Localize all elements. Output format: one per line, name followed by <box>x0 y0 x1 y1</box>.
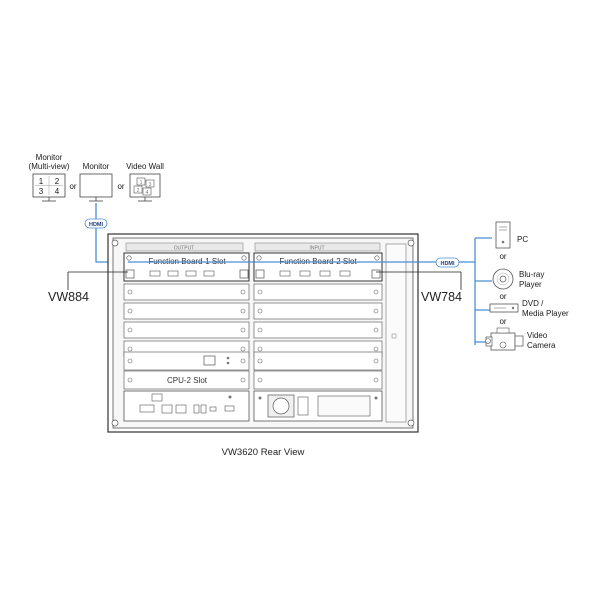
vw884-pointer <box>67 271 128 290</box>
hdmi-badge-input: HDMI <box>440 261 455 267</box>
power-supply <box>253 390 383 422</box>
cpu2-slot-label: CPU-2 Slot <box>167 376 208 385</box>
device-camera-label-2: Camera <box>527 341 556 350</box>
wall-tile-3: 3 <box>149 182 152 188</box>
vw784-label: VW784 <box>421 290 462 304</box>
board2-header: INPUT <box>310 246 325 252</box>
hdmi-badge-output: HDMI <box>89 222 104 228</box>
or-label-top-2: or <box>117 182 124 191</box>
pc-icon <box>495 221 511 249</box>
device-dvd-label-2: Media Player <box>522 309 569 318</box>
cpu-1-io-panel <box>123 390 250 422</box>
wall-tile-1: 1 <box>140 180 143 186</box>
wall-tile-2: 2 <box>137 188 140 194</box>
quad-4: 4 <box>55 187 60 196</box>
source-devices: PC or Blu-ray Player or DVD / Media Play… <box>485 221 569 351</box>
video-camera-icon <box>485 327 524 351</box>
device-bluray-label-2: Player <box>519 280 542 289</box>
or-label-1: or <box>499 252 506 261</box>
or-label-top-1: or <box>69 182 76 191</box>
function-board-2 <box>253 252 383 282</box>
right-blank-slots <box>253 283 383 390</box>
monitor-multiview-label-1: Monitor <box>36 153 63 162</box>
wall-tile-4: 4 <box>146 190 149 196</box>
device-pc-label: PC <box>517 235 528 244</box>
device-camera-label-1: Video <box>527 331 548 340</box>
or-label-3: or <box>499 317 506 326</box>
output-display-options: Monitor (Multi-view) 1 2 3 4 or Monitor … <box>29 153 164 202</box>
video-wall-label: Video Wall <box>126 162 164 171</box>
cpu-2-slot <box>123 370 250 390</box>
monitor-multiview-label-2: (Multi-view) <box>29 162 70 171</box>
vw884-label: VW884 <box>48 290 89 304</box>
quad-1: 1 <box>39 177 44 186</box>
vw784-pointer <box>376 271 462 290</box>
function-board-1 <box>123 252 250 282</box>
device-bluray-label-1: Blu-ray <box>519 270 544 279</box>
board1-header: OUTPUT <box>174 246 195 252</box>
bluray-disc-icon <box>492 268 514 290</box>
device-dvd-label-1: DVD / <box>522 299 544 308</box>
quad-2: 2 <box>55 177 60 186</box>
or-label-2: or <box>499 292 506 301</box>
video-wall-icon <box>129 173 161 202</box>
hdmi-input-cable: HDMI <box>128 237 492 345</box>
multiview-monitor-icon <box>32 173 66 202</box>
vw3620-chassis: OUTPUT INPUT Function Board-1 Slot <box>107 233 419 433</box>
left-blank-slots <box>123 283 250 371</box>
monitor-icon <box>79 173 113 202</box>
monitor-label: Monitor <box>83 162 110 171</box>
quad-3: 3 <box>39 187 44 196</box>
dvd-player-icon <box>489 303 519 313</box>
rear-view-caption: VW3620 Rear View <box>222 447 305 458</box>
